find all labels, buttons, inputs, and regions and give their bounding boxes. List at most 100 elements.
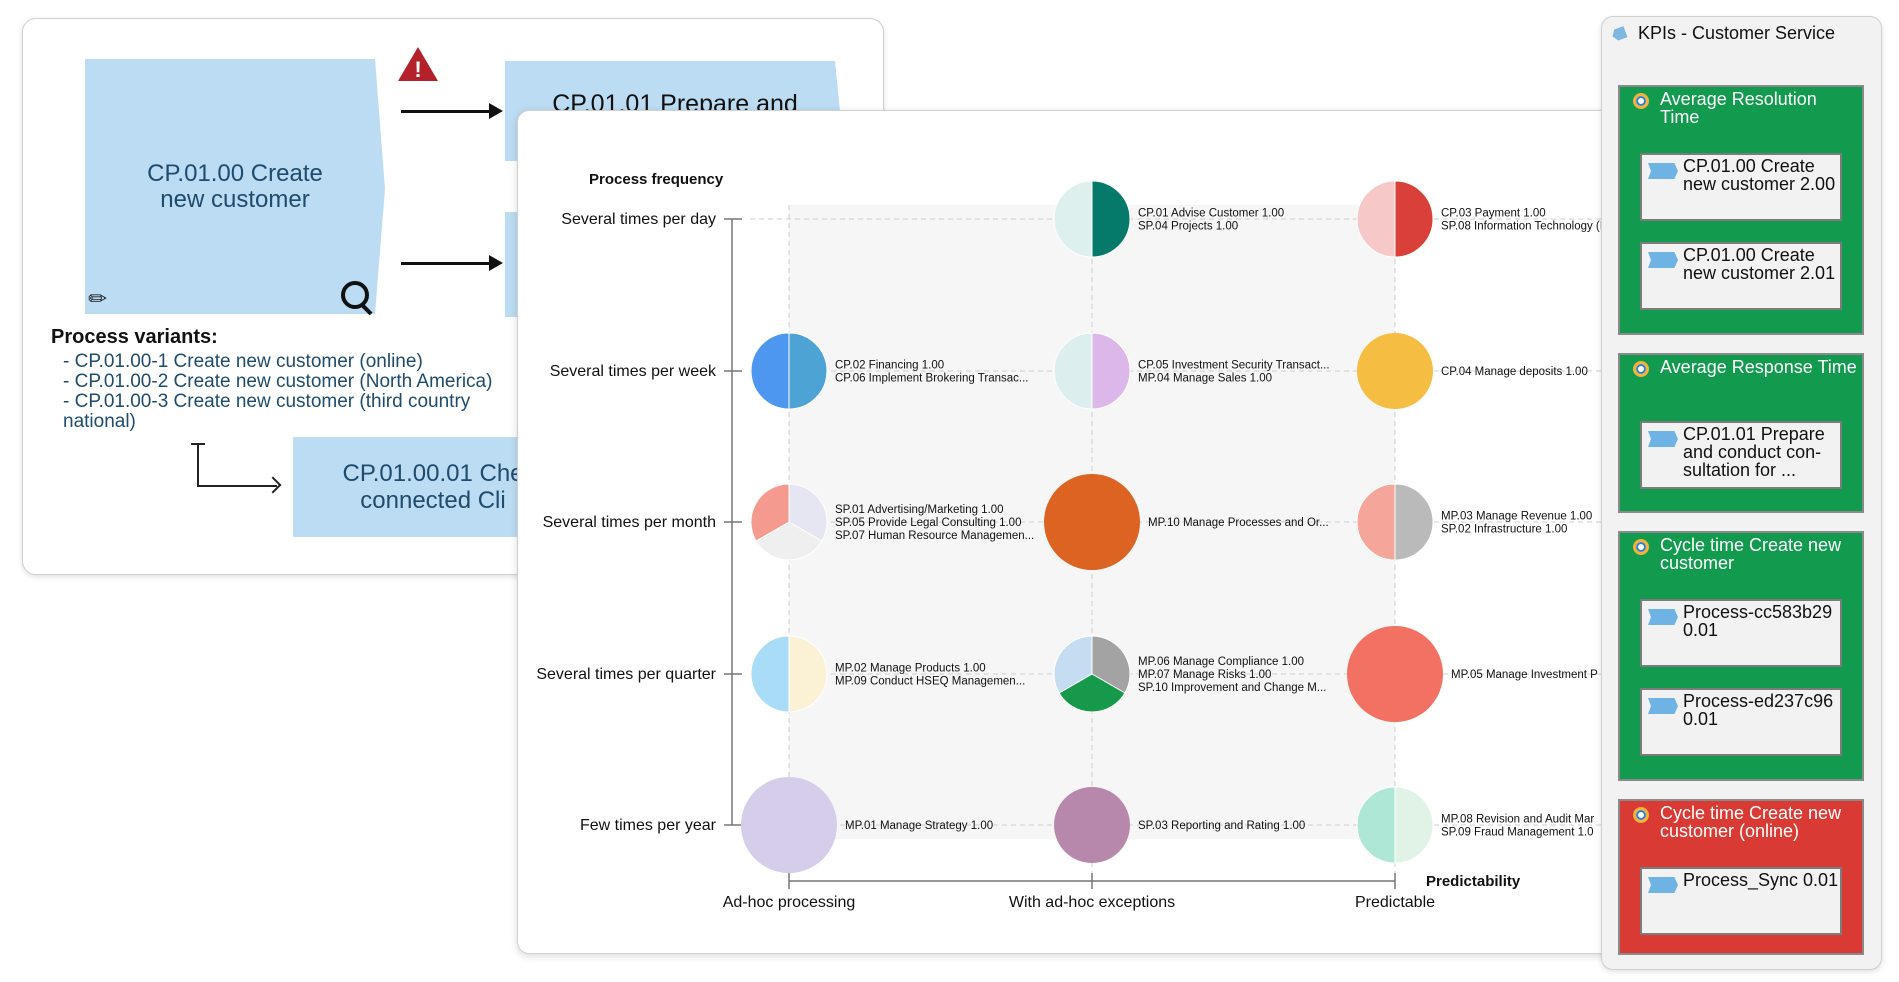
bubble-slice[interactable] — [1054, 787, 1130, 863]
bubble-label: CP.01 Advise Customer 1.00 — [1138, 208, 1284, 220]
bubble-label: MP.10 Manage Processes and Or... — [1148, 517, 1329, 529]
variant-link[interactable]: - CP.01.00-2 Create new customer (North … — [63, 371, 493, 392]
connector-arrow — [197, 485, 277, 487]
bubble-slice[interactable] — [1053, 332, 1093, 410]
variant-link[interactable]: - CP.01.00-1 Create new customer (online… — [63, 351, 423, 372]
bubble-label: CP.03 Payment 1.00 — [1441, 208, 1546, 220]
search-icon[interactable] — [341, 281, 369, 309]
bubble-label: SP.03 Reporting and Rating 1.00 — [1138, 820, 1305, 832]
bubble-slice[interactable] — [788, 332, 828, 410]
kpi-process-label: CP.01.00 Create new customer 2.01 — [1683, 245, 1836, 283]
process-flag-icon — [1648, 698, 1678, 714]
kpi-card[interactable]: Average Resolution Time CP.01.00 Create … — [1618, 85, 1864, 335]
kpi-process-item[interactable]: Process_Sync 0.01 — [1640, 867, 1842, 935]
kpi-panel: KPIs - Customer Service Average Resoluti… — [1601, 16, 1882, 970]
bubble-label: SP.10 Improvement and Change M... — [1138, 682, 1326, 694]
bubble-label: CP.02 Financing 1.00 — [835, 360, 944, 372]
bubble-slice[interactable] — [741, 777, 837, 873]
bubble-label: CP.05 Investment Security Transact... — [1138, 360, 1330, 372]
kpi-process-item[interactable]: CP.01.00 Create new customer 2.00 — [1640, 153, 1842, 221]
bubble-label: MP.05 Manage Investment P — [1451, 669, 1598, 681]
process-flag-icon — [1648, 163, 1678, 179]
bubble-label: MP.06 Manage Compliance 1.00 — [1138, 656, 1304, 668]
bubble-slice[interactable] — [1394, 786, 1434, 864]
bubble-label: SP.08 Information Technology (IT... — [1441, 221, 1618, 233]
target-icon — [1633, 361, 1649, 377]
bubble-label: CP.04 Manage deposits 1.00 — [1441, 366, 1588, 378]
bubble-slice[interactable] — [1356, 786, 1396, 864]
process-flag-icon — [1648, 252, 1678, 268]
warning-exclamation: ! — [414, 57, 422, 82]
x-axis-title: Predictability — [1426, 873, 1521, 890]
bubble-label: MP.02 Manage Products 1.00 — [835, 663, 986, 675]
process-flag-icon — [1648, 877, 1678, 893]
bubble-label: MP.03 Manage Revenue 1.00 — [1441, 511, 1592, 523]
kpi-process-item[interactable]: Process-ed237c96 0.01 — [1640, 688, 1842, 756]
bubble-slice[interactable] — [1347, 626, 1443, 722]
x-tick-label: Ad-hoc processing — [723, 894, 856, 911]
kpi-process-item[interactable]: Process-cc583b29 0.01 — [1640, 599, 1842, 667]
flow-arrow — [401, 103, 503, 119]
target-icon — [1633, 93, 1649, 109]
x-tick-label: With ad-hoc exceptions — [1009, 894, 1175, 911]
bubble-slice[interactable] — [750, 483, 790, 542]
flow-arrow — [401, 255, 503, 271]
kpi-process-item[interactable]: CP.01.00 Create new customer 2.01 — [1640, 242, 1842, 310]
kpi-process-label: CP.01.00 Create new customer 2.00 — [1683, 156, 1836, 194]
bubble-label: MP.08 Revision and Audit Mar — [1441, 814, 1594, 826]
kpi-process-label: Process-ed237c96 0.01 — [1683, 691, 1834, 729]
bubble-slice[interactable] — [1091, 635, 1131, 694]
process-main-shape[interactable]: CP.01.00 Create new customer — [85, 59, 385, 314]
target-icon — [1633, 539, 1649, 555]
bubble-slice[interactable] — [1356, 483, 1396, 561]
target-icon — [1633, 807, 1649, 823]
y-tick-label: Several times per quarter — [536, 666, 716, 683]
kpi-card-title: Cycle time Create new customer — [1660, 535, 1842, 573]
kpi-card[interactable]: Average Response Time CP.01.01 Prepare a… — [1618, 353, 1864, 513]
kpi-card-title: Average Resolution Time — [1660, 89, 1817, 127]
bubble-slice[interactable] — [755, 521, 823, 561]
bubble-label: SP.07 Human Resource Managemen... — [835, 530, 1034, 542]
bubble-slice[interactable] — [1357, 333, 1433, 409]
process-main-label: CP.01.00 Create new customer — [147, 159, 323, 213]
bubble-slice[interactable] — [1356, 180, 1396, 258]
bubble-label: SP.04 Projects 1.00 — [1138, 221, 1238, 233]
bubble-label: CP.06 Implement Brokering Transac... — [835, 373, 1028, 385]
tag-icon — [1610, 25, 1627, 41]
x-tick-label: Predictable — [1355, 894, 1435, 911]
variants-list: - CP.01.00-1 Create new customer (online… — [63, 352, 583, 432]
y-tick-label: Several times per week — [550, 363, 717, 380]
bubble-slice[interactable] — [1044, 474, 1140, 570]
process-flag-icon — [1648, 431, 1678, 447]
subprocess-label: CP.01.00.01 Che connected Cli — [342, 460, 524, 514]
variant-link[interactable]: - CP.01.00-3 Create new customer (third … — [63, 391, 471, 432]
bubble-slice[interactable] — [1091, 332, 1131, 410]
bubble-label: SP.02 Infrastructure 1.00 — [1441, 524, 1567, 536]
bubble-slice[interactable] — [788, 635, 828, 713]
bubble-slice[interactable] — [1091, 180, 1131, 258]
kpi-card[interactable]: Cycle time Create new customer Process-c… — [1618, 531, 1864, 781]
kpi-card[interactable]: Cycle time Create new customer (online) … — [1618, 799, 1864, 955]
y-tick-label: Several times per month — [543, 514, 716, 531]
y-axis-title: Process frequency — [589, 171, 724, 188]
bubble-slice[interactable] — [1053, 180, 1093, 258]
bubble-label: SP.01 Advertising/Marketing 1.00 — [835, 504, 1004, 516]
bubble-slice[interactable] — [750, 635, 790, 713]
bubble-slice[interactable] — [788, 483, 828, 542]
bubble-label: MP.07 Manage Risks 1.00 — [1138, 669, 1271, 681]
bubble-label: SP.09 Fraud Management 1.0 — [1441, 827, 1594, 839]
y-tick-label: Few times per year — [580, 817, 717, 834]
kpi-card-title: Cycle time Create new customer (online) — [1660, 803, 1842, 841]
bubble-slice[interactable] — [1394, 483, 1434, 561]
kpi-process-item[interactable]: CP.01.01 Prepare and conduct con-sultati… — [1640, 421, 1842, 489]
bubble-label: MP.04 Manage Sales 1.00 — [1138, 373, 1272, 385]
kpi-panel-title: KPIs - Customer Service — [1638, 23, 1836, 43]
kpi-panel-header: KPIs - Customer Service — [1612, 23, 1835, 44]
bubble-slice[interactable] — [1394, 180, 1434, 258]
bubble-slice[interactable] — [1053, 635, 1093, 694]
bubble-slice[interactable] — [1058, 673, 1126, 713]
warning-triangle-icon[interactable] — [398, 47, 438, 81]
bubble-slice[interactable] — [750, 332, 790, 410]
